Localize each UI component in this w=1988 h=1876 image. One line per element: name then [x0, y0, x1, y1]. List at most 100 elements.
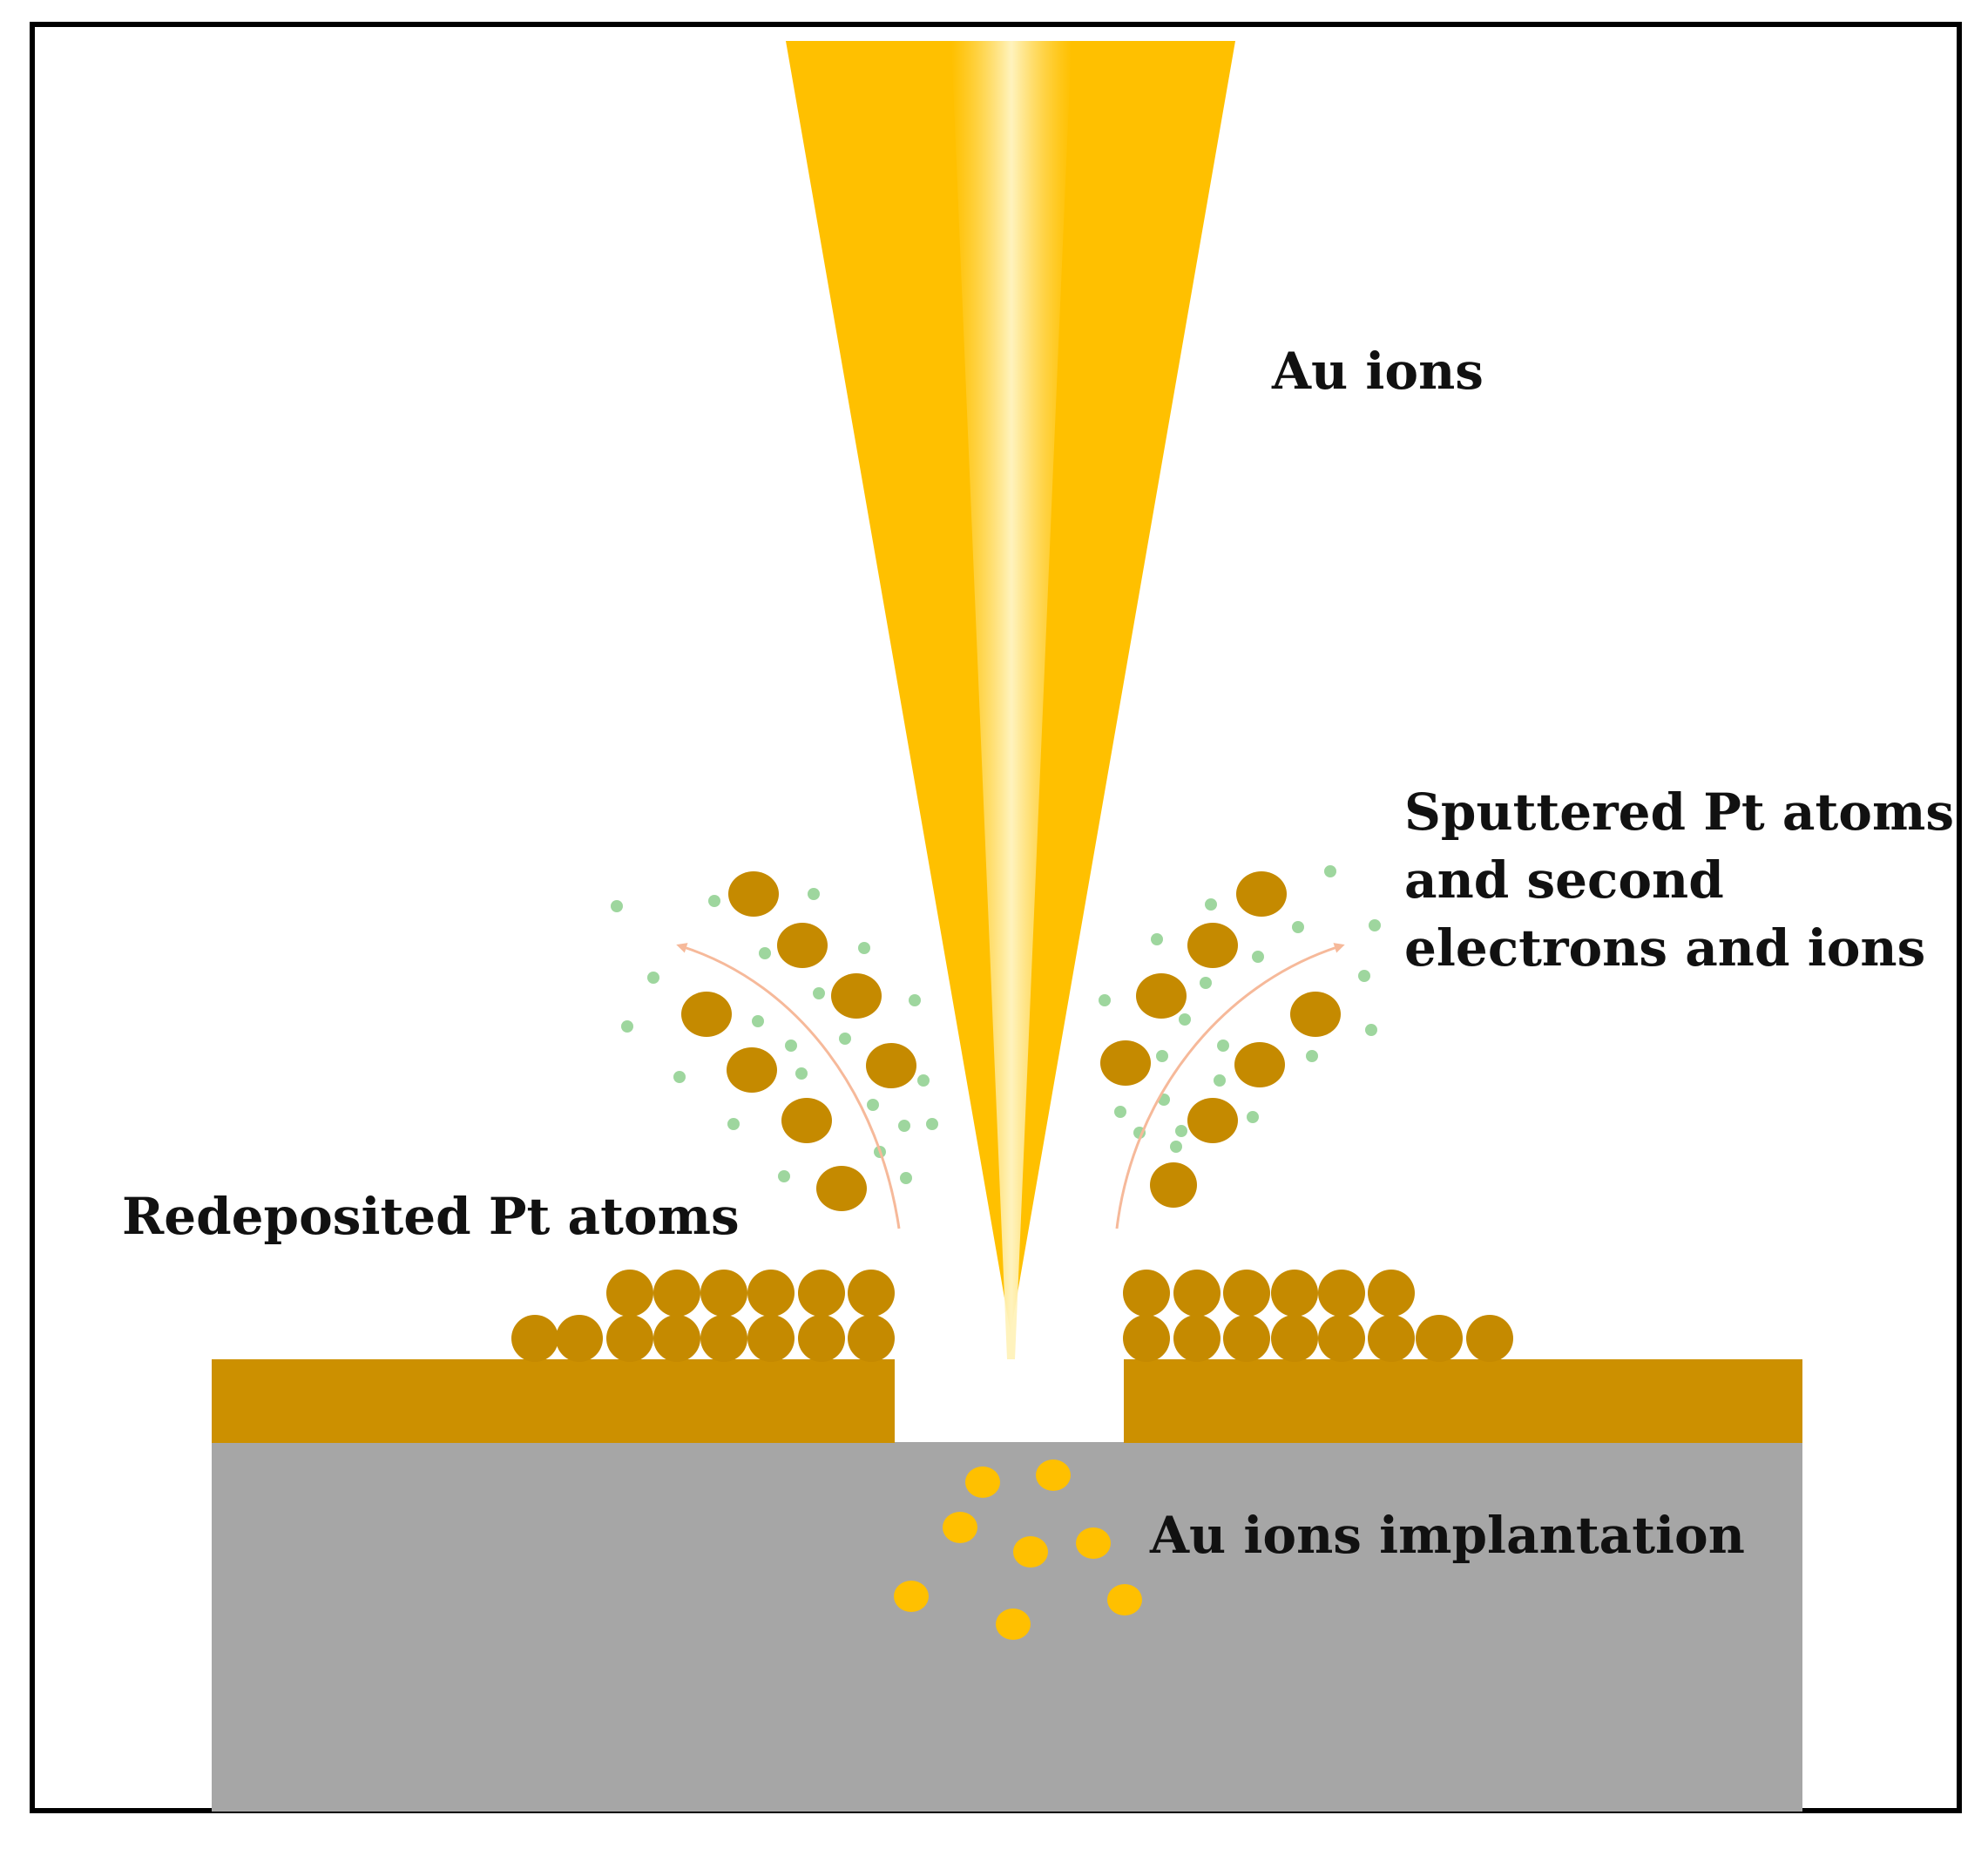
- pt-atom: [1150, 1162, 1197, 1208]
- pt-atom: [747, 1315, 795, 1362]
- electron-dot: [759, 947, 771, 959]
- pt-atom: [606, 1315, 653, 1362]
- pt-atom: [1271, 1315, 1318, 1362]
- pt-atom: [700, 1315, 747, 1362]
- pt-atom: [848, 1270, 895, 1317]
- pt-atom: [727, 1047, 777, 1093]
- pt-atom: [1236, 871, 1287, 917]
- electron-dot: [727, 1118, 740, 1130]
- redeposited-pt-right: [1123, 1270, 1513, 1362]
- pt-atom: [816, 1166, 867, 1211]
- redeposited-pt-left: [511, 1270, 895, 1362]
- pt-atom: [653, 1270, 700, 1317]
- electron-dot: [1156, 1050, 1168, 1062]
- electron-dot: [1099, 994, 1111, 1006]
- electron-dot: [1365, 1024, 1377, 1036]
- sputter-arrow-right: [1115, 943, 1345, 1229]
- pt-atom: [1123, 1270, 1170, 1317]
- electron-dot: [1179, 1013, 1191, 1026]
- pt-atom: [606, 1270, 653, 1317]
- label-au-ions: Au ions: [1271, 342, 1484, 401]
- electron-dot: [1151, 933, 1163, 945]
- electron-dot: [858, 942, 870, 954]
- electron-dot: [1175, 1125, 1187, 1137]
- electron-dot: [917, 1074, 930, 1087]
- electron-dot: [1306, 1050, 1318, 1062]
- pt-atom: [556, 1315, 603, 1362]
- sputter-arrow-left: [676, 943, 901, 1229]
- electron-dot: [1114, 1106, 1126, 1118]
- pt-atom: [1223, 1315, 1270, 1362]
- au-particle: [943, 1512, 977, 1543]
- electron-dot: [1324, 865, 1336, 877]
- electron-dot: [1170, 1141, 1182, 1153]
- implanted-au-particles: [894, 1459, 1142, 1640]
- electron-dot: [926, 1118, 938, 1130]
- pt-atom: [1173, 1270, 1221, 1317]
- pt-atom: [1123, 1315, 1170, 1362]
- pt-film-right: [1124, 1359, 1802, 1443]
- electron-dot: [647, 972, 659, 984]
- pt-atom: [1136, 973, 1187, 1019]
- electron-dot: [1214, 1074, 1226, 1087]
- label-sputtered-line1: Sputtered Pt atoms: [1404, 782, 1954, 842]
- pt-atom: [1368, 1270, 1415, 1317]
- pt-atom: [1223, 1270, 1270, 1317]
- electron-dot: [900, 1172, 912, 1184]
- pt-atom: [848, 1315, 895, 1362]
- electron-dot: [909, 994, 921, 1006]
- sputtered-pt-left: [681, 871, 916, 1211]
- pt-atom: [1100, 1040, 1151, 1086]
- label-sputtered-line2: and second: [1404, 850, 1724, 910]
- pt-atom: [511, 1315, 558, 1362]
- au-particle: [965, 1466, 1000, 1498]
- pt-atom: [1234, 1042, 1285, 1087]
- label-sputtered-line3: electrons and ions: [1404, 918, 1925, 978]
- pt-film-left: [212, 1359, 895, 1443]
- au-particle: [894, 1581, 929, 1612]
- label-implantation: Au ions implantation: [1149, 1506, 1745, 1565]
- electron-dot: [673, 1071, 686, 1083]
- pt-atom: [831, 973, 882, 1019]
- pt-atom: [798, 1315, 845, 1362]
- electron-dot: [1358, 970, 1370, 982]
- pt-atom: [1187, 1098, 1238, 1143]
- electron-dot: [1247, 1111, 1259, 1123]
- pt-atom: [1271, 1270, 1318, 1317]
- pt-atom: [747, 1270, 795, 1317]
- electron-dot: [813, 987, 825, 999]
- pt-atom: [1318, 1270, 1365, 1317]
- secondary-particles-right: [1099, 865, 1381, 1153]
- pt-atom: [798, 1270, 845, 1317]
- pt-atom: [1290, 992, 1341, 1037]
- electron-dot: [778, 1170, 790, 1182]
- electron-dot: [611, 900, 623, 912]
- au-particle: [996, 1608, 1031, 1640]
- pt-atom: [1368, 1315, 1415, 1362]
- electron-dot: [1217, 1040, 1229, 1052]
- electron-dot: [1252, 951, 1264, 963]
- pt-atom: [728, 871, 779, 917]
- au-particle: [1013, 1536, 1048, 1568]
- au-ion-beam-core: [951, 41, 1072, 1359]
- electron-dot: [785, 1040, 797, 1052]
- pt-atom: [1466, 1315, 1513, 1362]
- au-particle: [1076, 1527, 1111, 1559]
- pt-atom: [777, 923, 828, 968]
- electron-dot: [621, 1020, 633, 1033]
- pt-atom: [1187, 923, 1238, 968]
- au-particle: [1107, 1584, 1142, 1615]
- pt-atom: [1173, 1315, 1221, 1362]
- pt-atom: [700, 1270, 747, 1317]
- electron-dot: [1369, 919, 1381, 931]
- electron-dot: [1205, 898, 1217, 911]
- electron-dot: [898, 1120, 910, 1132]
- electron-dot: [839, 1033, 851, 1045]
- au-particle: [1036, 1459, 1071, 1491]
- pt-atom: [866, 1043, 916, 1088]
- pt-atom: [653, 1315, 700, 1362]
- electron-dot: [708, 895, 720, 907]
- pt-atom: [1318, 1315, 1365, 1362]
- pt-atom: [781, 1098, 832, 1143]
